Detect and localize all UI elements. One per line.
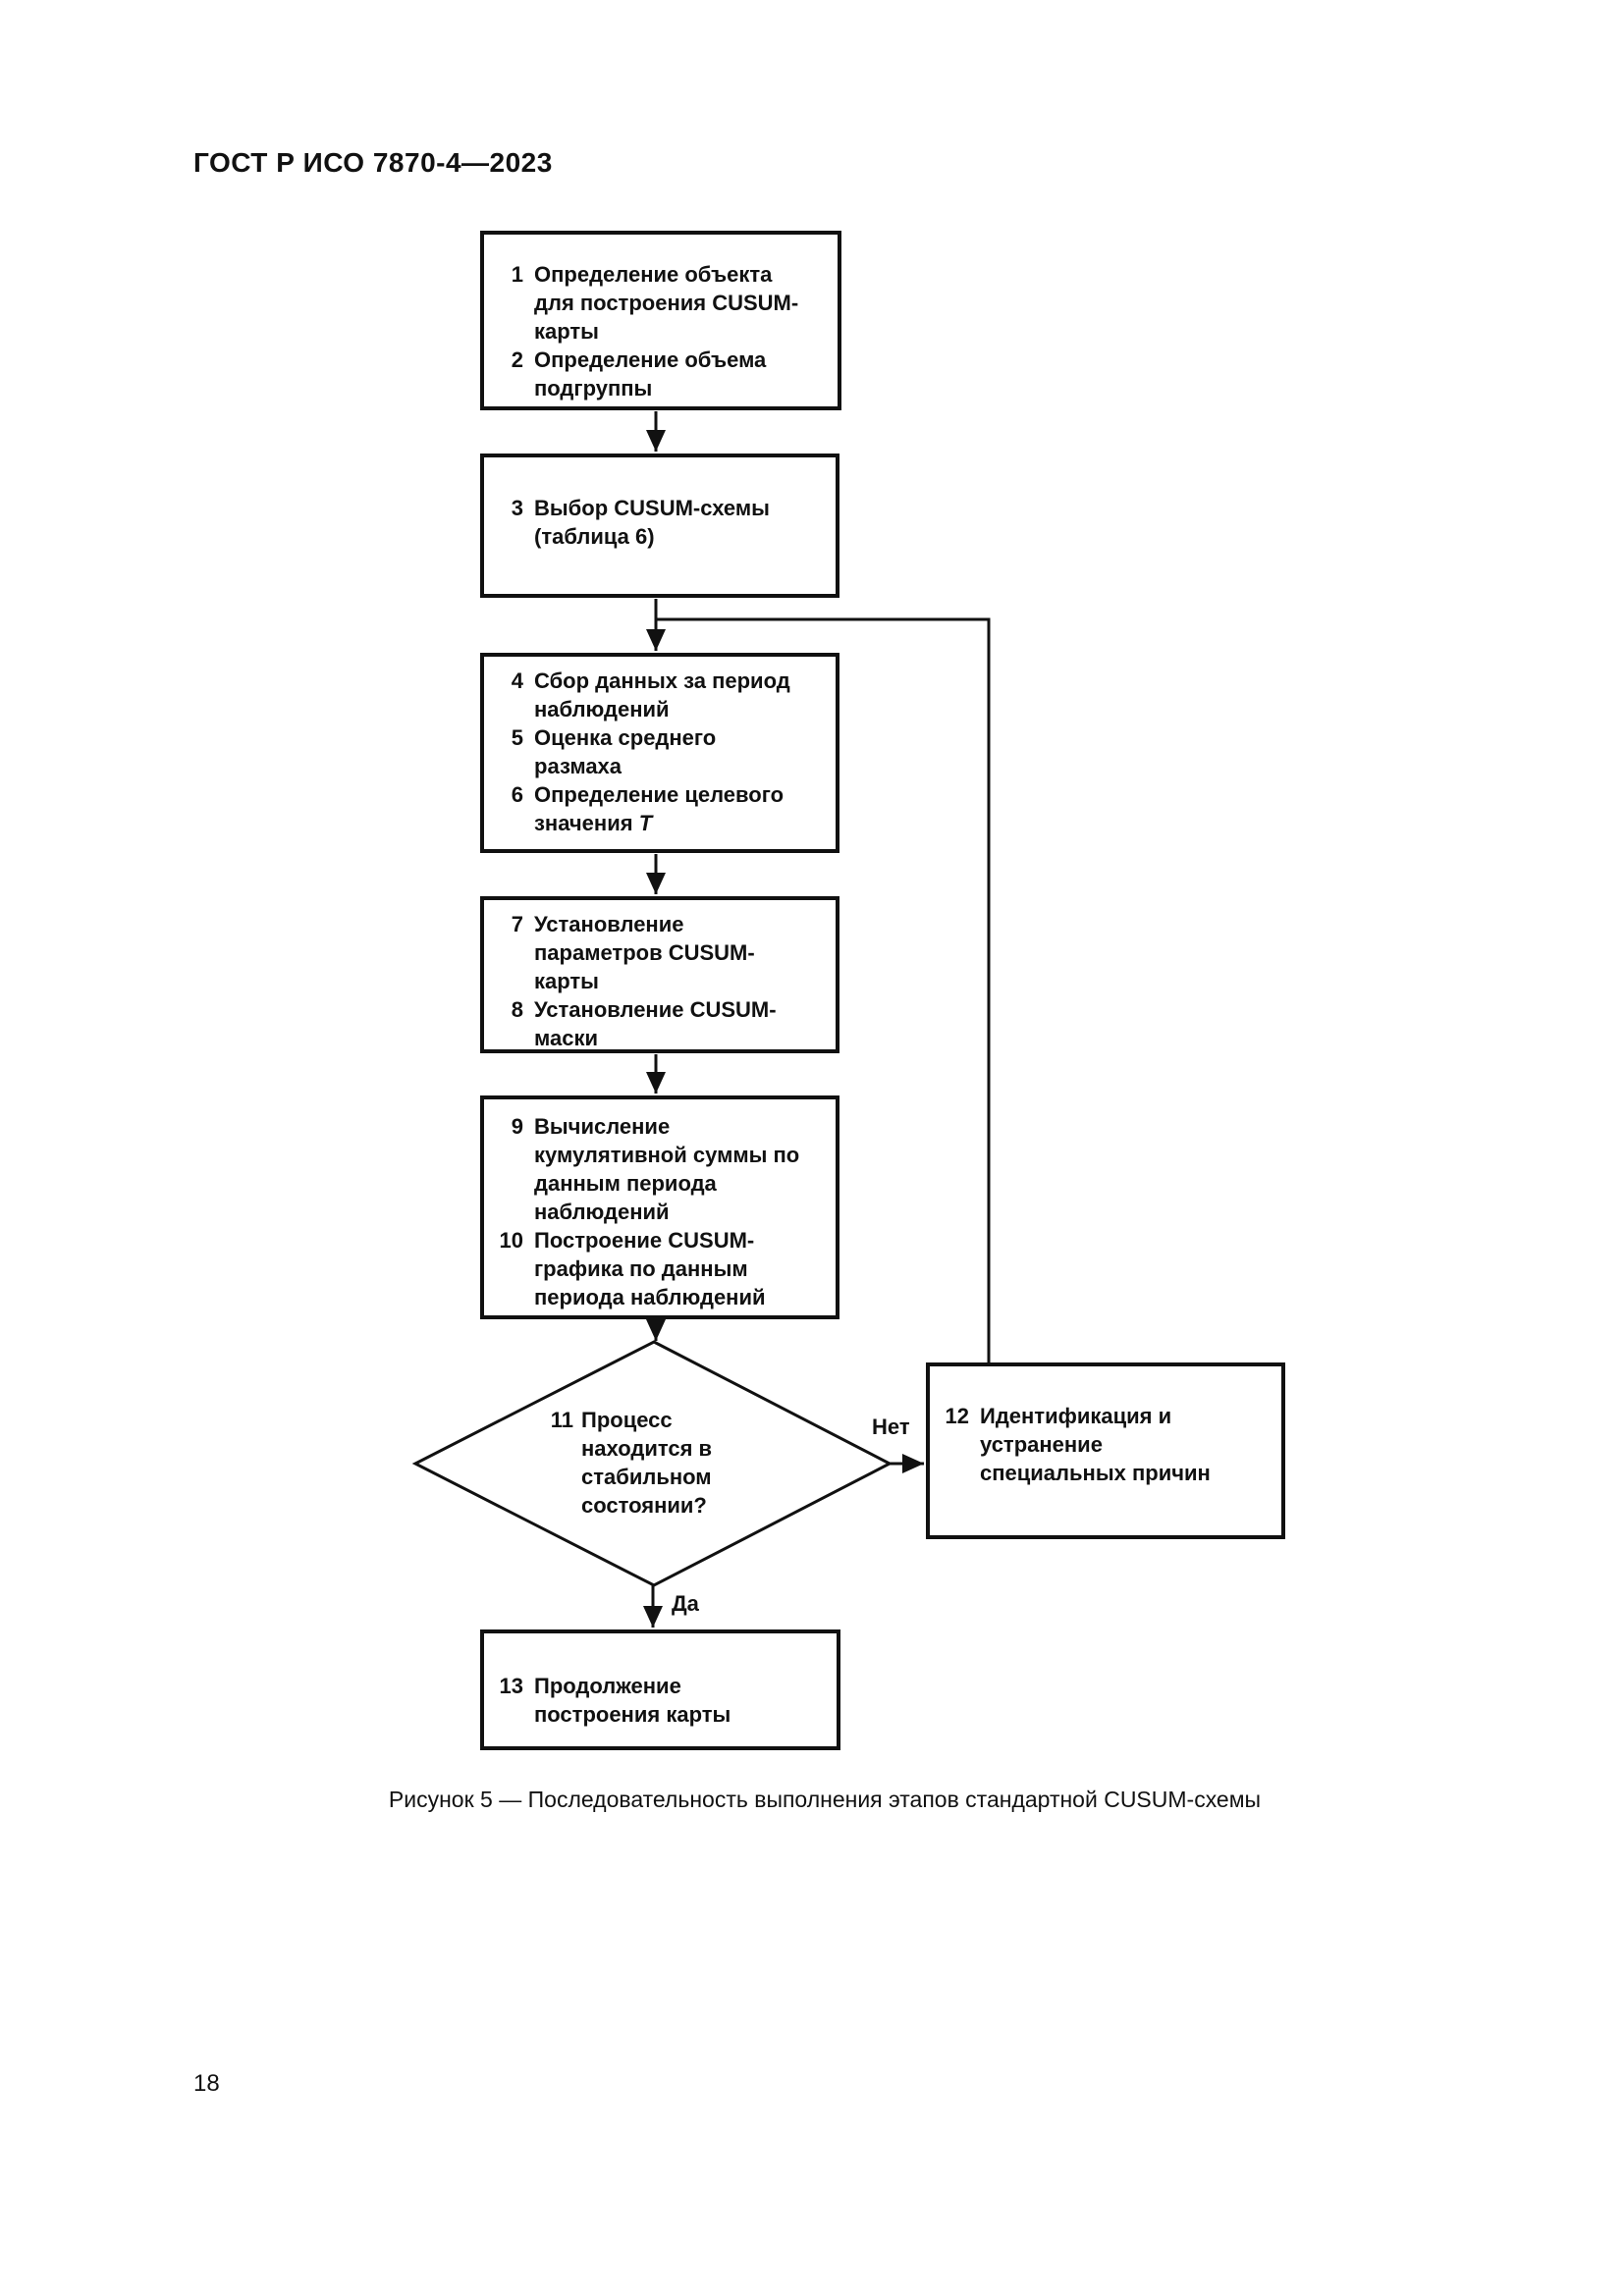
step-text: Построение CUSUM- графика по данным пери… — [534, 1228, 766, 1309]
flow-box-continue-chart: 13 Продолжение построения карты — [480, 1629, 840, 1750]
flow-step-5: 5 Оценка среднего размаха — [484, 723, 836, 780]
step-number: 13 — [499, 1674, 523, 1698]
step-number: 1 — [511, 262, 523, 287]
step-text: Определение объема подгруппы — [534, 347, 767, 400]
flow-step-12: 12 Идентификация и устранение специальны… — [930, 1402, 1281, 1487]
step-number: 11 — [550, 1408, 573, 1432]
flow-box-collect-data: 4 Сбор данных за период наблюдений 5 Оце… — [480, 653, 839, 853]
flow-box-set-params: 7 Установление параметров CUSUM- карты 8… — [480, 896, 839, 1053]
step-text: Продолжение построения карты — [534, 1674, 731, 1727]
flow-decision-process-stable: 11 Процесс находится в стабильном состоя… — [538, 1406, 774, 1520]
flow-step-2: 2 Определение объема подгруппы — [484, 346, 838, 402]
step-text: Сбор данных за период наблюдений — [534, 668, 790, 721]
step-number: 7 — [511, 912, 523, 936]
flow-step-8: 8 Установление CUSUM- маски — [484, 995, 836, 1052]
step-text: Установление CUSUM- маски — [534, 997, 777, 1050]
flow-box-define-object: 1 Определение объекта для построения CUS… — [480, 231, 841, 410]
flow-step-4: 4 Сбор данных за период наблюдений — [484, 667, 836, 723]
document-header: ГОСТ Р ИСО 7870-4—2023 — [193, 147, 553, 178]
flow-step-9: 9 Вычисление кумулятивной суммы по данны… — [484, 1112, 836, 1226]
step-text: Определение целевого значения Т — [534, 780, 784, 837]
step-number: 6 — [511, 782, 523, 807]
flow-step-6: 6 Определение целевого значения Т — [484, 780, 836, 837]
figure-caption: Рисунок 5 — Последовательность выполнени… — [388, 1787, 1262, 1812]
step-text: Установление параметров CUSUM- карты — [534, 912, 755, 993]
step-number: 4 — [511, 668, 523, 693]
flow-step-10: 10 Построение CUSUM- графика по данным п… — [484, 1226, 836, 1311]
step-number: 9 — [511, 1114, 523, 1139]
step-number: 5 — [511, 725, 523, 750]
branch-label-yes: Да — [672, 1591, 699, 1616]
step-text-main: Определение целевого значения — [534, 782, 785, 835]
step-text: Идентификация и устранение специальных п… — [980, 1404, 1211, 1485]
flow-step-7: 7 Установление параметров CUSUM- карты — [484, 910, 836, 995]
step-text: Вычисление кумулятивной суммы по данным … — [534, 1114, 800, 1224]
branch-label-no: Нет — [872, 1415, 910, 1439]
step-number: 10 — [499, 1228, 523, 1253]
decision-diamond-shape — [411, 1340, 893, 1587]
flow-box-special-causes: 12 Идентификация и устранение специальны… — [926, 1362, 1285, 1539]
step-text: Оценка среднего размаха — [534, 725, 717, 778]
flow-step-1: 1 Определение объекта для построения CUS… — [484, 260, 838, 346]
step-number: 12 — [945, 1404, 969, 1428]
step-number: 8 — [511, 997, 523, 1022]
flow-box-compute-cusum: 9 Вычисление кумулятивной суммы по данны… — [480, 1095, 839, 1319]
flow-step-11: 11 Процесс находится в стабильном состоя… — [538, 1406, 774, 1520]
step-text: Процесс находится в стабильном состоянии… — [581, 1408, 713, 1518]
step-text-italic: Т — [638, 811, 653, 835]
connector-feedback-loop — [656, 617, 991, 1364]
flow-step-3: 3 Выбор CUSUM-схемы (таблица 6) — [484, 494, 836, 551]
page-number: 18 — [193, 2070, 220, 2097]
step-text: Выбор CUSUM-схемы (таблица 6) — [534, 496, 770, 549]
step-text: Определение объекта для построения CUSUM… — [534, 262, 799, 344]
step-number: 2 — [511, 347, 523, 372]
flow-box-choose-scheme: 3 Выбор CUSUM-схемы (таблица 6) — [480, 454, 839, 598]
flow-step-13: 13 Продолжение построения карты — [484, 1672, 837, 1729]
step-number: 3 — [511, 496, 523, 520]
